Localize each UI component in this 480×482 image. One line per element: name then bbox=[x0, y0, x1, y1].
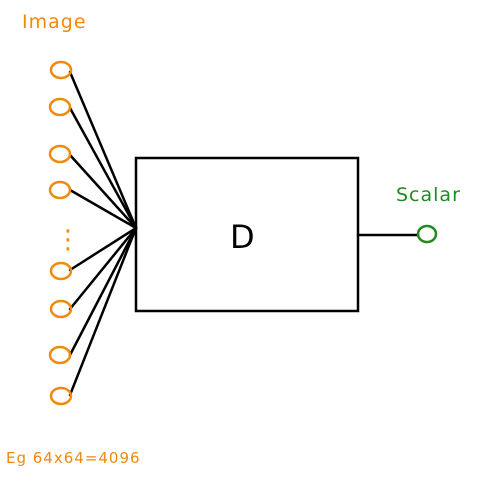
input-node bbox=[49, 299, 73, 319]
connection-line bbox=[68, 188, 138, 230]
connection-line bbox=[68, 226, 138, 357]
input-node bbox=[48, 345, 72, 365]
input-node bbox=[49, 386, 73, 406]
input-node bbox=[48, 180, 72, 200]
connection-line bbox=[68, 70, 138, 230]
input-nodes bbox=[48, 60, 73, 406]
connection-line bbox=[68, 226, 138, 397]
input-node bbox=[49, 261, 73, 281]
input-node bbox=[49, 60, 73, 80]
input-node bbox=[48, 97, 72, 117]
connection-line bbox=[68, 153, 138, 230]
connection-line bbox=[68, 226, 138, 311]
output-node bbox=[416, 224, 438, 244]
input-title: Image bbox=[22, 11, 87, 33]
input-connections bbox=[68, 70, 138, 397]
example-annotation: Eg 64x64=4096 bbox=[6, 449, 141, 467]
input-node bbox=[48, 144, 72, 164]
discriminator-label: D bbox=[230, 218, 255, 256]
connection-line bbox=[68, 226, 138, 272]
connection-line bbox=[68, 106, 138, 230]
ellipsis-dots: ⋮ bbox=[55, 225, 81, 255]
output-title: Scalar bbox=[396, 184, 461, 206]
